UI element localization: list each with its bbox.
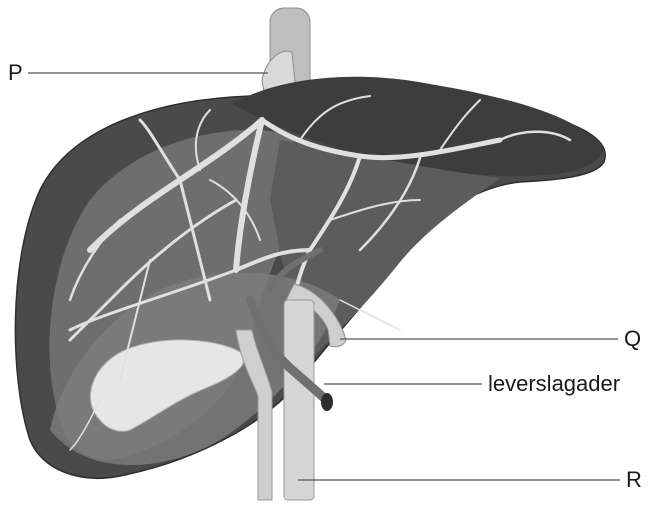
- vena-cava-lower: [284, 300, 314, 500]
- label-leverslagader: leverslagader: [488, 373, 620, 395]
- label-q: Q: [624, 328, 641, 350]
- label-r: R: [626, 469, 642, 491]
- hepatic-artery-end: [321, 393, 333, 411]
- label-p: P: [8, 62, 23, 84]
